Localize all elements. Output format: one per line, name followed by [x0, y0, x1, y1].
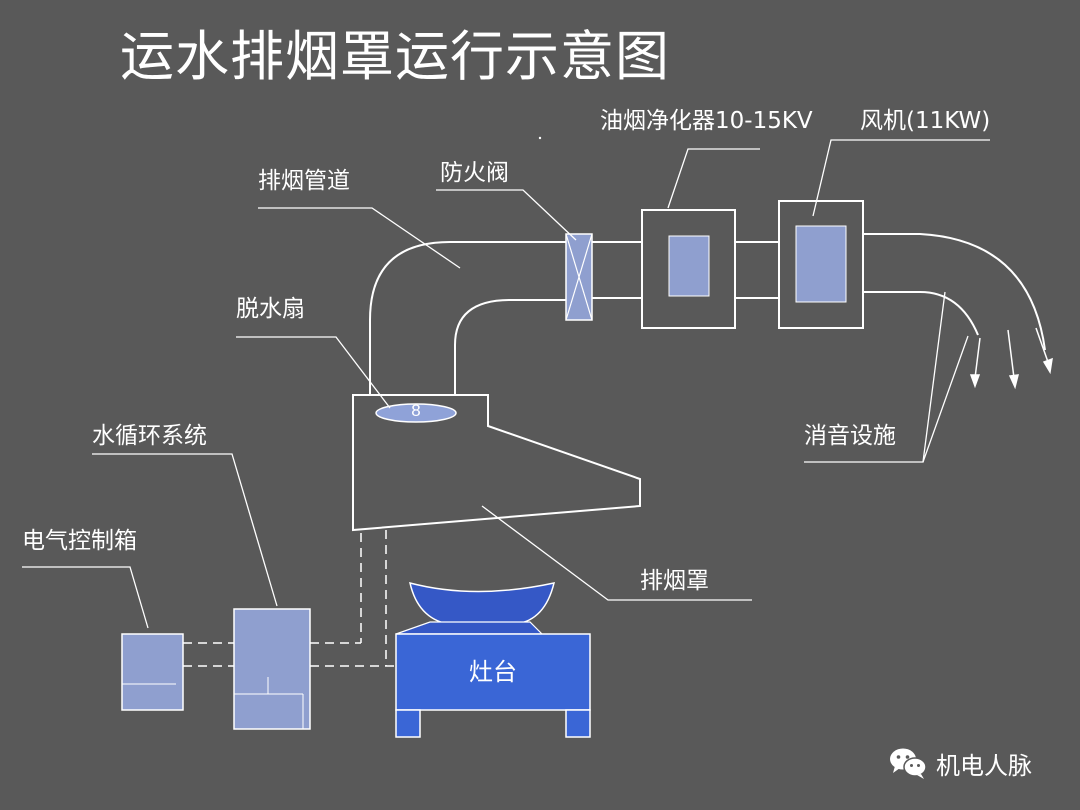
exhaust-fan-unit: [778, 200, 864, 329]
label-control-box: 电气控制箱: [22, 528, 137, 554]
outlet-inner-curve: [863, 291, 979, 336]
dewater-fan-blade: [375, 403, 457, 423]
leader-dewater-fan: [236, 336, 391, 409]
brand-watermark: 机电人脉: [888, 745, 1032, 781]
dewater-fan-symbol: 8: [411, 401, 421, 420]
leader-control-box: [22, 566, 149, 629]
exhaust-hood: [352, 394, 641, 532]
leader-fan: [812, 139, 990, 217]
label-fan: 风机(11KW): [860, 108, 991, 134]
stove-leg-right: [565, 709, 591, 738]
leader-hood: [481, 505, 752, 601]
leader-duct: [258, 207, 461, 269]
label-dewater-fan: 脱水扇: [236, 296, 305, 322]
label-stove: 灶台: [469, 658, 517, 686]
outlet-outer-curve: [863, 233, 1046, 351]
stray-dot: [538, 136, 542, 140]
page-title: 运水排烟罩运行示意图: [120, 25, 670, 88]
label-hood: 排烟罩: [640, 568, 709, 594]
label-water-system: 水循环系统: [92, 423, 207, 449]
duct-inner-wall: [454, 299, 566, 395]
leader-silencer-2: [922, 335, 969, 463]
wok-bowl: [408, 581, 556, 625]
duct-outer-wall: [369, 241, 566, 395]
leader-fire-damper: [436, 189, 577, 241]
leader-water-system: [92, 453, 278, 607]
water-system-box: [233, 608, 311, 730]
wechat-icon: [890, 748, 927, 779]
stove-leg-left: [395, 709, 421, 738]
label-duct: 排烟管道: [258, 168, 350, 194]
label-silencer: 消音设施: [804, 423, 896, 449]
exhaust-arrows: [969, 327, 1053, 390]
leader-lines: [22, 139, 990, 629]
label-purifier: 油烟净化器10-15KV: [600, 108, 813, 134]
wok-stand: [395, 621, 544, 635]
label-fire-damper: 防火阀: [440, 160, 509, 186]
exhaust-duct: [369, 233, 1046, 395]
control-box: [121, 633, 184, 711]
leader-purifier: [667, 148, 760, 209]
fire-damper: [565, 233, 593, 321]
dashed-connections: [183, 530, 396, 667]
stove: [395, 581, 591, 738]
purifier-unit: [641, 209, 736, 329]
brand-name: 机电人脉: [936, 751, 1032, 780]
